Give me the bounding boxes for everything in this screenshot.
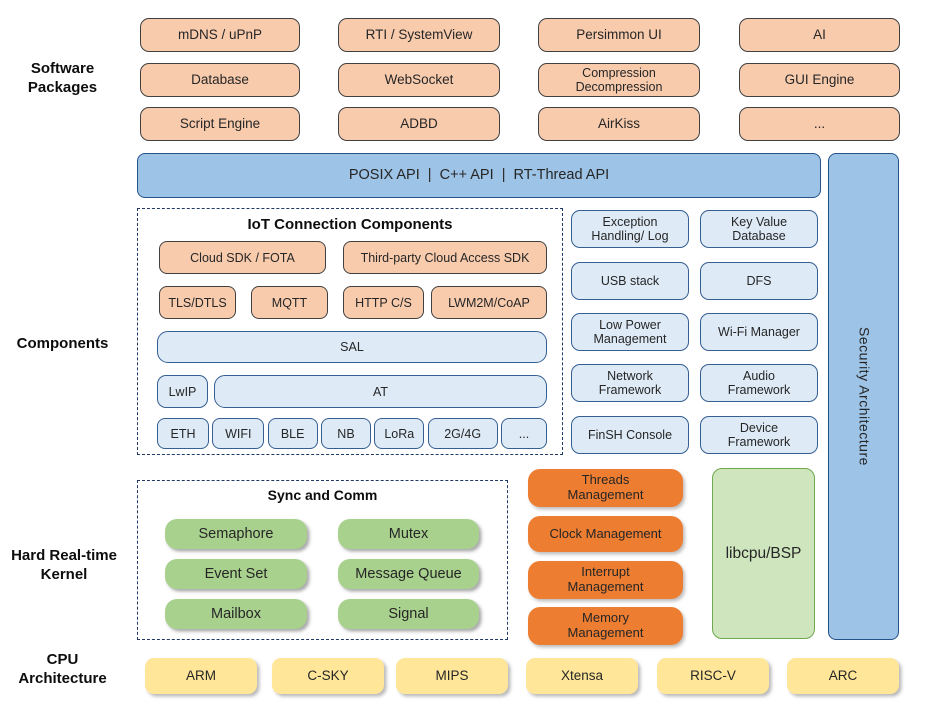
kernel-box-threads-management: Threads Management — [528, 469, 683, 507]
iot-box-tls-dtls: TLS/DTLS — [159, 286, 236, 319]
component-box-key-value-db: Key Value Database — [700, 210, 818, 248]
kernel-box-mutex: Mutex — [338, 519, 479, 549]
package-box-more: ... — [739, 107, 900, 141]
cpu-box-xtensa: Xtensa — [526, 658, 638, 694]
section-label-kernel: Hard Real-time Kernel — [11, 547, 117, 583]
kernel-box-mailbox: Mailbox — [165, 599, 307, 629]
component-box-wifi-manager: Wi-Fi Manager — [700, 313, 818, 351]
package-box-persimmon-ui: Persimmon UI — [538, 18, 700, 52]
kernel-box-interrupt-management: Interrupt Management — [528, 561, 683, 599]
section-label-components: Components — [16, 335, 109, 352]
section-label-software-packages: Software Packages — [27, 60, 98, 96]
cpu-box-mips: MIPS — [396, 658, 508, 694]
iot-box-sal: SAL — [157, 331, 547, 363]
iot-box-cloud-sdk-fota: Cloud SDK / FOTA — [159, 241, 326, 274]
kernel-box-memory-management: Memory Management — [528, 607, 683, 645]
iot-box-lora: LoRa — [374, 418, 425, 449]
iot-box-at: AT — [214, 375, 547, 408]
kernel-box-event-set: Event Set — [165, 559, 307, 589]
cpu-box-risc-v: RISC-V — [657, 658, 769, 694]
package-box-script-engine: Script Engine — [140, 107, 300, 141]
kernel-box-clock-management: Clock Management — [528, 516, 683, 552]
package-box-gui-engine: GUI Engine — [739, 63, 900, 97]
iot-box-thirdparty-cloud: Third-party Cloud Access SDK — [343, 241, 547, 274]
package-box-websocket: WebSocket — [338, 63, 500, 97]
cpu-box-arm: ARM — [145, 658, 257, 694]
iot-group-title: IoT Connection Components — [247, 216, 453, 233]
iot-box-lwm2m-coap: LWM2M/CoAP — [431, 286, 547, 319]
package-box-database: Database — [140, 63, 300, 97]
component-box-network-framework: Network Framework — [571, 364, 689, 402]
component-box-usb-stack: USB stack — [571, 262, 689, 300]
iot-box-wifi: WIFI — [212, 418, 265, 449]
cpu-box-c-sky: C-SKY — [272, 658, 384, 694]
iot-box-mqtt: MQTT — [251, 286, 328, 319]
iot-box-eth: ETH — [157, 418, 209, 449]
kernel-box-message-queue: Message Queue — [338, 559, 479, 589]
package-box-ai: AI — [739, 18, 900, 52]
iot-box-http-cs: HTTP C/S — [343, 286, 424, 319]
package-box-airkiss: AirKiss — [538, 107, 700, 141]
component-box-exception-log: Exception Handling/ Log — [571, 210, 689, 248]
sync-group-title: Sync and Comm — [267, 487, 378, 503]
iot-connection-components-group: IoT Connection Components Cloud SDK / FO… — [137, 208, 563, 455]
cpu-box-arc: ARC — [787, 658, 899, 694]
component-box-audio-framework: Audio Framework — [700, 364, 818, 402]
sync-and-comm-group: Sync and Comm Semaphore Mutex Event Set … — [137, 480, 508, 640]
component-box-device-framework: Device Framework — [700, 416, 818, 454]
component-box-low-power: Low Power Management — [571, 313, 689, 351]
package-box-mdns-upnp: mDNS / uPnP — [140, 18, 300, 52]
package-box-compression: Compression Decompression — [538, 63, 700, 97]
package-box-adbd: ADBD — [338, 107, 500, 141]
iot-net-interfaces-row: ETH WIFI BLE NB LoRa 2G/4G ... — [157, 418, 547, 449]
iot-box-ble: BLE — [267, 418, 318, 449]
kernel-box-semaphore: Semaphore — [165, 519, 307, 549]
security-architecture-bar: Security Architecture — [828, 153, 899, 640]
section-label-cpu: CPU Architecture — [18, 651, 107, 687]
api-bar: POSIX API | C++ API | RT-Thread API — [137, 153, 821, 198]
iot-box-lwip: LwIP — [157, 375, 208, 408]
kernel-box-signal: Signal — [338, 599, 479, 629]
iot-box-more: ... — [500, 418, 547, 449]
component-box-dfs: DFS — [700, 262, 818, 300]
libcpu-bsp-box: libcpu/BSP — [712, 468, 815, 639]
package-box-rti-systemview: RTI / SystemView — [338, 18, 500, 52]
iot-box-nb: NB — [320, 418, 371, 449]
component-box-finsh-console: FinSH Console — [571, 416, 689, 454]
iot-box-2g4g: 2G/4G — [427, 418, 498, 449]
security-architecture-label: Security Architecture — [856, 327, 873, 466]
